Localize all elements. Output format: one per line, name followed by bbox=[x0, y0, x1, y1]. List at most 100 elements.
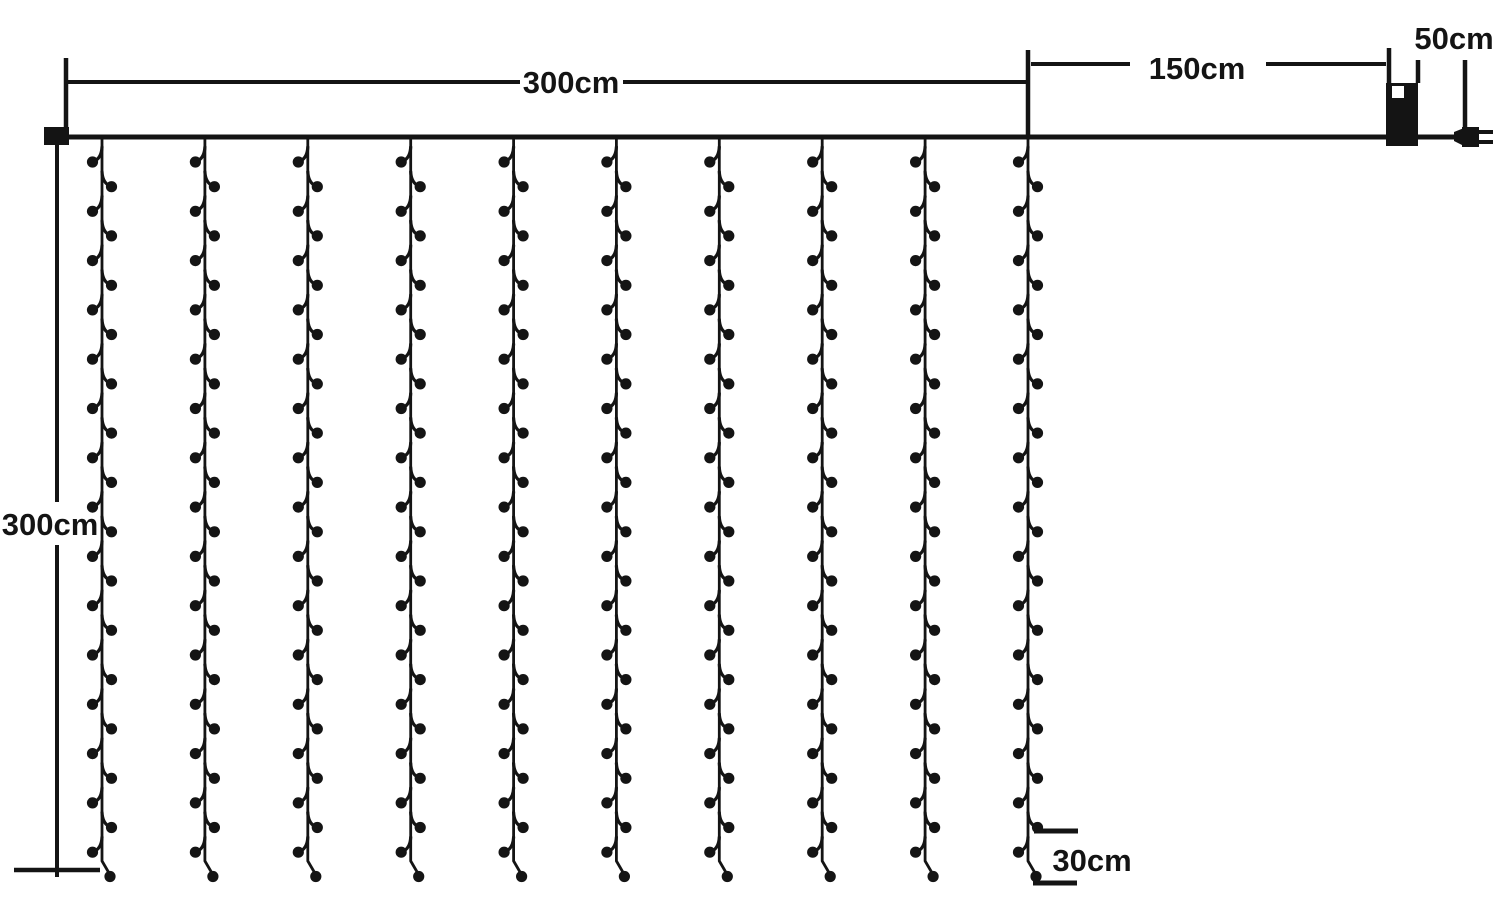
bulb bbox=[86, 304, 99, 316]
bulb bbox=[189, 649, 201, 661]
bulb bbox=[395, 846, 407, 858]
bulb bbox=[1012, 205, 1025, 217]
bulb bbox=[807, 304, 819, 316]
bulb bbox=[620, 378, 632, 390]
bulb bbox=[517, 230, 529, 242]
bulb bbox=[910, 205, 922, 217]
bulb bbox=[704, 748, 716, 760]
tip-bulb bbox=[824, 870, 836, 883]
bulb bbox=[704, 797, 716, 809]
bulb bbox=[807, 205, 819, 217]
bulb bbox=[292, 304, 304, 316]
bulb bbox=[208, 526, 220, 538]
bulb bbox=[929, 476, 941, 488]
bulb bbox=[704, 156, 716, 168]
bulb bbox=[929, 772, 941, 784]
bulb bbox=[414, 427, 426, 439]
bulb bbox=[208, 821, 220, 834]
bulb bbox=[620, 279, 632, 291]
bulb bbox=[86, 353, 99, 365]
light-strand bbox=[498, 135, 529, 883]
bulb bbox=[311, 476, 323, 488]
light-strand bbox=[704, 135, 735, 883]
bulb bbox=[517, 181, 529, 193]
bulb bbox=[498, 353, 510, 365]
bulb bbox=[723, 328, 735, 341]
bulb bbox=[517, 772, 529, 784]
bulb bbox=[86, 402, 99, 415]
bulb bbox=[498, 797, 510, 809]
bulb bbox=[910, 600, 922, 612]
controller-box bbox=[1386, 83, 1418, 146]
bulb bbox=[1012, 255, 1025, 267]
bulb bbox=[826, 821, 838, 834]
bulb bbox=[395, 600, 407, 612]
bulb bbox=[498, 255, 510, 267]
bulb bbox=[189, 698, 201, 710]
bulb bbox=[704, 600, 716, 612]
bulb bbox=[723, 575, 735, 587]
bulb bbox=[826, 772, 838, 784]
bulb bbox=[292, 501, 304, 513]
tip-bulb bbox=[618, 870, 631, 883]
bulb bbox=[208, 230, 220, 242]
bulb bbox=[86, 698, 99, 710]
bulb bbox=[1031, 181, 1044, 193]
bulb bbox=[1012, 797, 1025, 809]
bulb bbox=[1012, 698, 1025, 710]
bulb bbox=[807, 748, 819, 760]
plug-dim-label: 50cm bbox=[1414, 21, 1493, 56]
bulb bbox=[807, 402, 819, 415]
strand-wire bbox=[306, 135, 317, 875]
bulb bbox=[86, 501, 99, 513]
bulb bbox=[929, 723, 941, 735]
bulb bbox=[704, 255, 716, 267]
bulb bbox=[311, 328, 323, 341]
bulb bbox=[826, 427, 838, 439]
bulb bbox=[826, 230, 838, 242]
bulb bbox=[826, 476, 838, 488]
bulb bbox=[910, 846, 922, 858]
bulb bbox=[395, 402, 407, 415]
bulb bbox=[517, 723, 529, 735]
bulb bbox=[208, 279, 220, 291]
bulb bbox=[414, 476, 426, 488]
strand-wire bbox=[203, 135, 214, 875]
bulb bbox=[807, 501, 819, 513]
bulb bbox=[807, 698, 819, 710]
bulb bbox=[208, 181, 220, 193]
main-wire bbox=[44, 127, 1460, 145]
bulb-spacing-marker: 30cm bbox=[1033, 828, 1132, 886]
bulb bbox=[208, 723, 220, 735]
bulb bbox=[414, 772, 426, 784]
plug-body bbox=[1462, 127, 1479, 147]
bulb bbox=[208, 427, 220, 439]
power-plug bbox=[1454, 127, 1493, 147]
bulb bbox=[311, 624, 323, 636]
bulb bbox=[189, 748, 201, 760]
bulb bbox=[910, 156, 922, 168]
bulb bbox=[189, 205, 201, 217]
bulb bbox=[1012, 501, 1025, 513]
bulb bbox=[723, 378, 735, 390]
bulb bbox=[498, 748, 510, 760]
bulb bbox=[498, 600, 510, 612]
bulb bbox=[208, 624, 220, 636]
bulb bbox=[395, 205, 407, 217]
bulb bbox=[826, 575, 838, 587]
bulb bbox=[620, 181, 632, 193]
bulb bbox=[723, 526, 735, 538]
bulb bbox=[105, 328, 118, 341]
tip-bulb bbox=[310, 870, 322, 883]
bulb bbox=[105, 723, 118, 735]
bulb bbox=[723, 476, 735, 488]
bulb bbox=[395, 452, 407, 464]
bulb bbox=[723, 624, 735, 636]
bulb bbox=[395, 501, 407, 513]
bulb bbox=[292, 205, 304, 217]
bulb bbox=[601, 797, 613, 809]
bulb bbox=[929, 427, 941, 439]
bulb bbox=[826, 624, 838, 636]
